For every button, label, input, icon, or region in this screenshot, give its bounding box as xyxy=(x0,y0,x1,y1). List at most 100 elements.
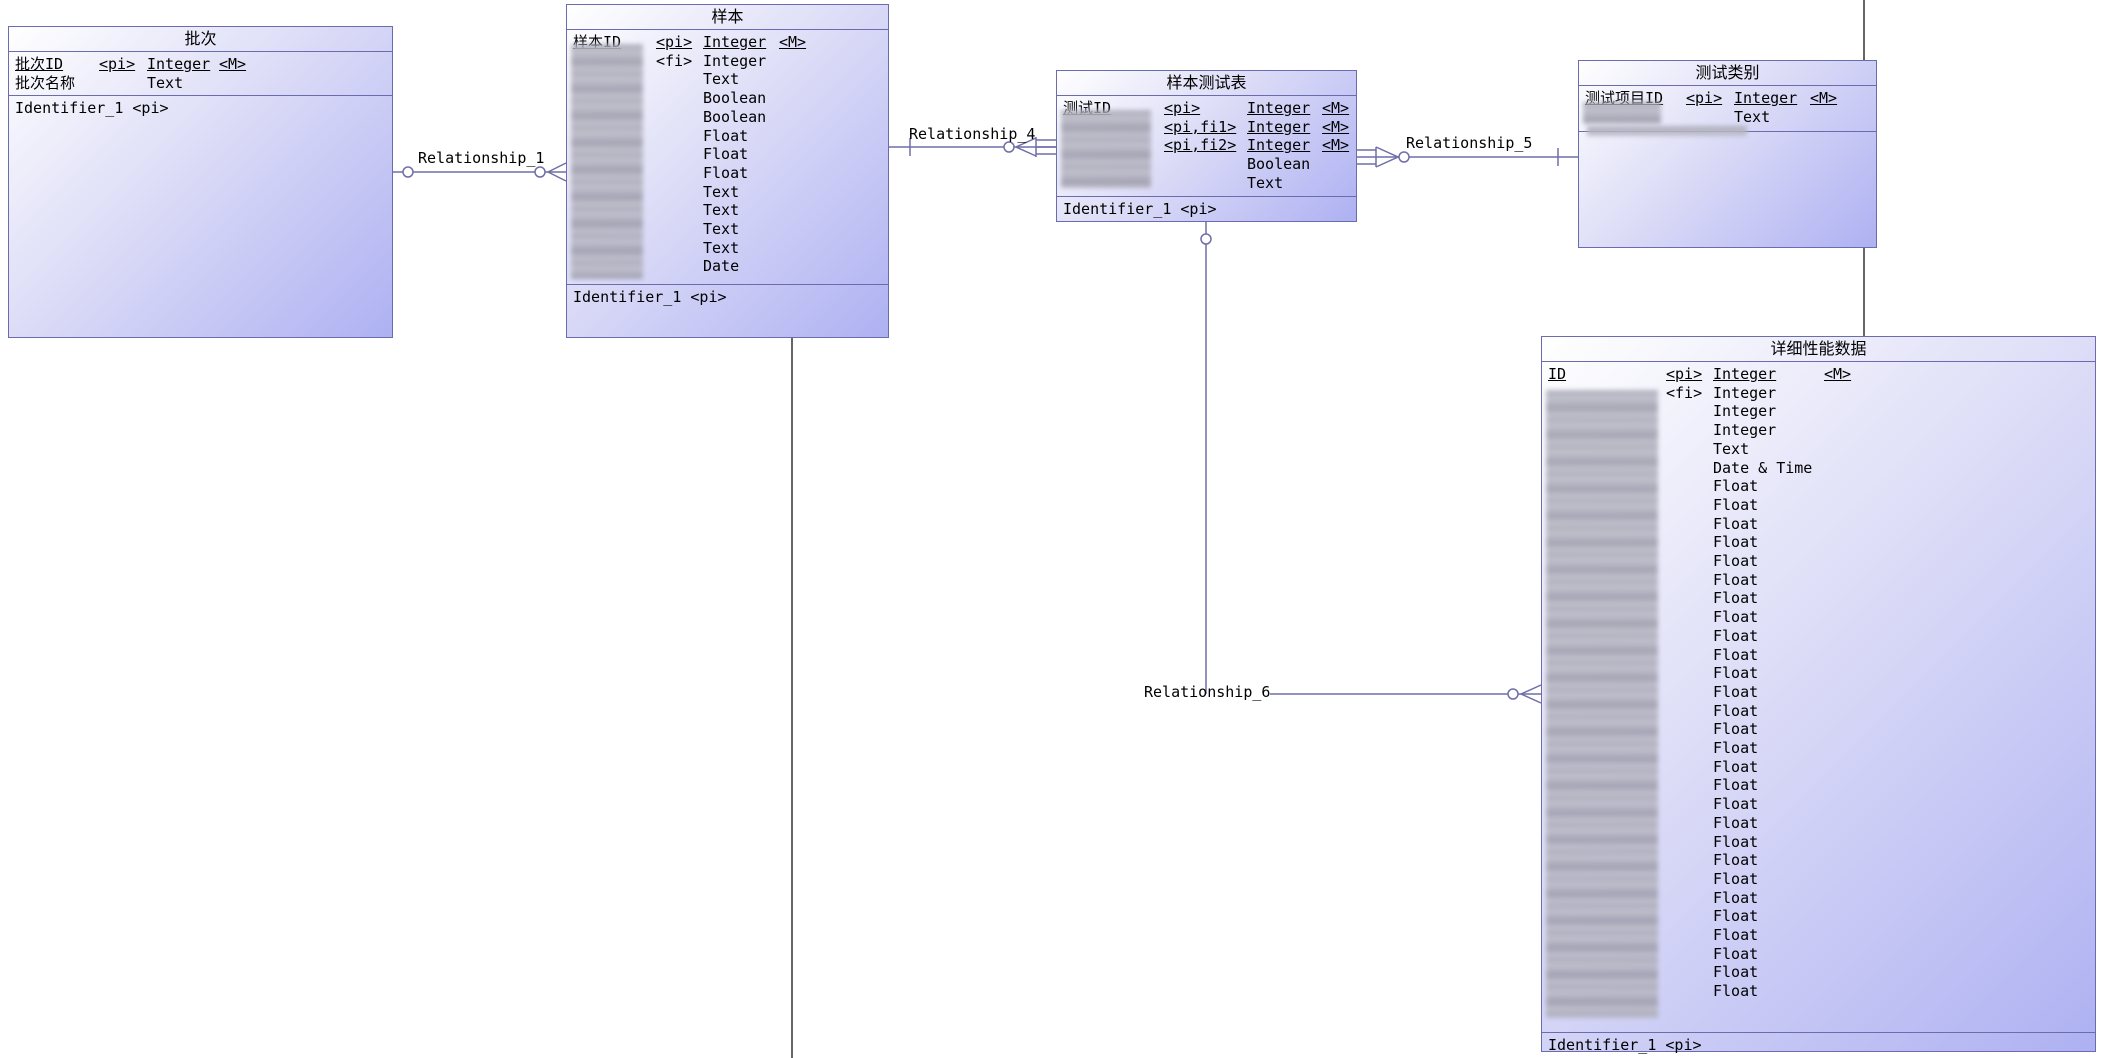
attribute-type: Float xyxy=(703,163,749,182)
attribute-row[interactable]: ID<pi>Integer<M> xyxy=(1542,365,2095,384)
relationship-1-label[interactable]: Relationship_1 xyxy=(418,149,545,167)
attribute-row[interactable]: Float xyxy=(1542,889,2095,908)
attribute-type: Integer xyxy=(1247,99,1311,117)
attribute-type: Float xyxy=(1713,982,1759,1001)
relationship-4-label[interactable]: Relationship_4 xyxy=(909,125,1036,143)
attribute-row[interactable]: Text xyxy=(567,183,888,202)
attribute-row[interactable]: Float xyxy=(1542,646,2095,665)
attribute-row[interactable]: Text xyxy=(1542,440,2095,459)
attribute-row[interactable]: Float xyxy=(1542,720,2095,739)
attribute-row[interactable]: Float xyxy=(1542,739,2095,758)
attribute-row[interactable]: Boolean xyxy=(1057,155,1356,174)
attribute-type: Float xyxy=(1713,926,1759,944)
attribute-row[interactable]: Integer xyxy=(1542,421,2095,440)
attribute-row[interactable]: Float xyxy=(567,164,888,183)
attribute-type: Float xyxy=(1713,626,1759,645)
entity-sample-test-identifier: Identifier_1 <pi> xyxy=(1063,200,1217,218)
attribute-name: ID xyxy=(1548,365,1567,383)
attribute-row[interactable]: Float xyxy=(1542,664,2095,683)
attribute-row[interactable]: <pi,fi1>Integer<M> xyxy=(1057,118,1356,137)
attribute-row[interactable]: Date xyxy=(567,257,888,276)
attribute-type: Boolean xyxy=(703,107,767,126)
attribute-row[interactable]: <pi,fi2>Integer<M> xyxy=(1057,136,1356,155)
attribute-type: Date & Time xyxy=(1713,458,1813,477)
attribute-row[interactable]: Float xyxy=(1542,552,2095,571)
attribute-row[interactable]: Float xyxy=(1542,963,2095,982)
attribute-row[interactable]: Float xyxy=(1542,702,2095,721)
attribute-type: Float xyxy=(1713,776,1759,795)
entity-test-category-attributes: 测试项目ID<pi>Integer<M>Text xyxy=(1579,86,1876,136)
attribute-type: Float xyxy=(1713,514,1759,533)
attribute-type: Float xyxy=(1713,795,1759,814)
attribute-row[interactable]: Float xyxy=(1542,833,2095,852)
entity-sample-test[interactable]: 样本测试表 测试ID<pi>Integer<M><pi,fi1>Integer<… xyxy=(1056,70,1357,222)
attribute-row[interactable]: 样本ID<pi>Integer<M> xyxy=(567,33,888,52)
attribute-row[interactable]: Float xyxy=(1542,926,2095,945)
attribute-row[interactable]: <fi>Integer xyxy=(1542,384,2095,403)
relationship-5-label[interactable]: Relationship_5 xyxy=(1406,134,1533,152)
attribute-row[interactable]: Float xyxy=(1542,814,2095,833)
attribute-row[interactable]: 批次ID<pi>Integer<M> xyxy=(9,55,392,74)
attribute-row[interactable]: <fi>Integer xyxy=(567,52,888,71)
attribute-row[interactable]: Text xyxy=(567,70,888,89)
attribute-row[interactable]: Float xyxy=(1542,589,2095,608)
attribute-name: 批次名称 xyxy=(15,73,76,92)
relationship-6-label[interactable]: Relationship_6 xyxy=(1144,683,1271,701)
attribute-row[interactable]: Date & Time xyxy=(1542,459,2095,478)
entity-batch-title: 批次 xyxy=(9,27,392,52)
attribute-row[interactable]: Float xyxy=(1542,870,2095,889)
attribute-row[interactable]: Float xyxy=(1542,477,2095,496)
attribute-type: Float xyxy=(1713,944,1759,963)
attribute-row[interactable]: Float xyxy=(1542,776,2095,795)
attribute-type: Float xyxy=(1713,888,1759,907)
attribute-row[interactable]: Float xyxy=(1542,608,2095,627)
attribute-row[interactable]: Integer xyxy=(1542,402,2095,421)
attribute-row[interactable]: Float xyxy=(1542,683,2095,702)
entity-detail-performance-identifier: Identifier_1 <pi> xyxy=(1548,1036,1702,1054)
attribute-row[interactable]: Float xyxy=(1542,851,2095,870)
attribute-mandatory: <M> xyxy=(219,55,247,73)
attribute-type: Integer xyxy=(703,51,767,70)
attribute-row[interactable]: Text xyxy=(1579,108,1876,127)
attribute-type: Float xyxy=(703,126,749,145)
attribute-row[interactable]: Float xyxy=(1542,571,2095,590)
attribute-row[interactable]: Float xyxy=(1542,533,2095,552)
attribute-row[interactable]: Text xyxy=(567,220,888,239)
entity-test-category[interactable]: 测试类别 测试项目ID<pi>Integer<M>Text xyxy=(1578,60,1877,248)
attribute-row[interactable]: Text xyxy=(567,239,888,258)
attribute-row[interactable]: Float xyxy=(1542,945,2095,964)
attribute-row[interactable]: Float xyxy=(1542,795,2095,814)
attribute-type: Float xyxy=(1713,869,1759,888)
attribute-mandatory: <M> xyxy=(779,33,807,51)
attribute-type: Text xyxy=(703,238,740,257)
attribute-row[interactable]: Boolean xyxy=(567,108,888,127)
attribute-row[interactable]: Float xyxy=(1542,982,2095,1001)
attribute-row[interactable]: Float xyxy=(1542,515,2095,534)
attribute-type: Text xyxy=(703,220,740,238)
attribute-type: Float xyxy=(1713,682,1759,701)
attribute-row[interactable]: Boolean xyxy=(567,89,888,108)
attribute-row[interactable]: Float xyxy=(567,145,888,164)
relationship-1-connector[interactable] xyxy=(392,162,567,182)
attribute-row[interactable]: Float xyxy=(1542,907,2095,926)
attribute-row[interactable]: Text xyxy=(1057,174,1356,193)
attribute-type: Text xyxy=(1734,107,1771,126)
attribute-row[interactable]: Float xyxy=(1542,496,2095,515)
attribute-key-tag: <pi> xyxy=(99,55,136,73)
attribute-type: Integer xyxy=(1247,117,1311,136)
attribute-row[interactable]: Float xyxy=(1542,627,2095,646)
attribute-key-tag: <pi> xyxy=(656,33,693,51)
attribute-row[interactable]: Float xyxy=(567,127,888,146)
attribute-row[interactable]: Float xyxy=(1542,758,2095,777)
relationship-5-connector[interactable] xyxy=(1356,146,1578,168)
attribute-row[interactable]: Text xyxy=(567,201,888,220)
relationship-6-connector[interactable] xyxy=(1200,222,1542,704)
attribute-key-tag: <fi> xyxy=(1666,383,1703,402)
relationship-4-connector[interactable] xyxy=(889,137,1056,157)
